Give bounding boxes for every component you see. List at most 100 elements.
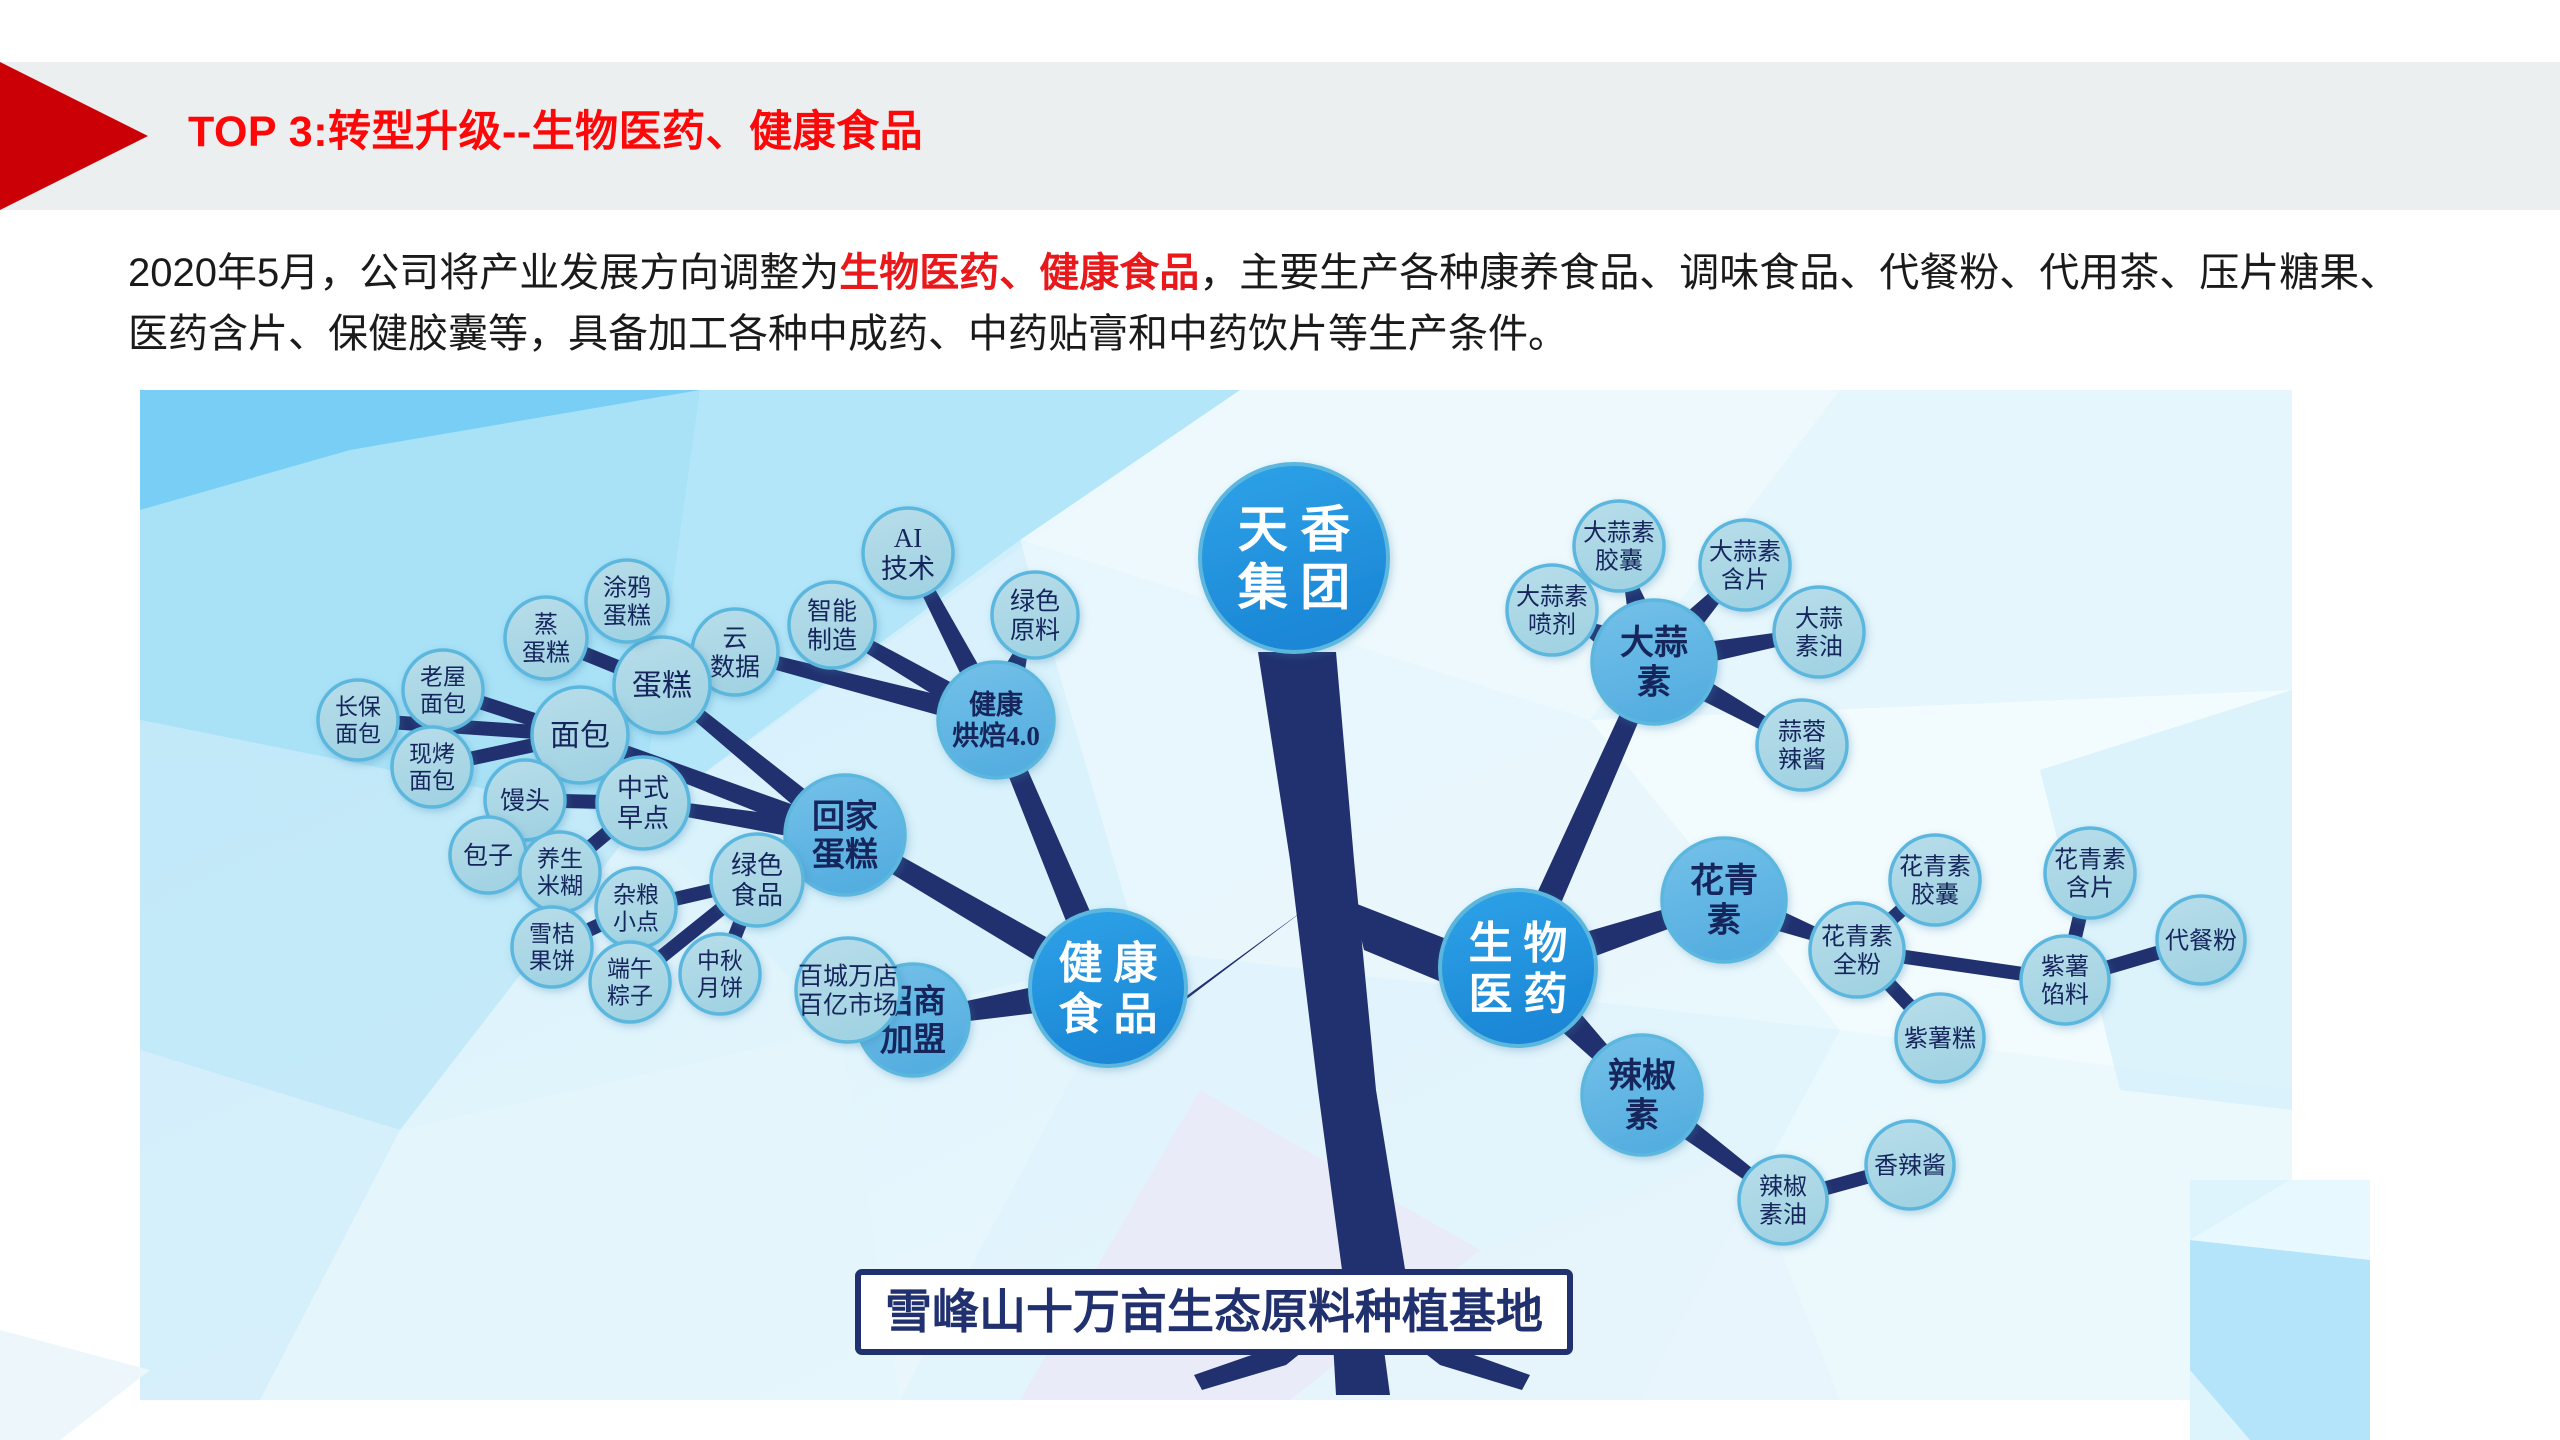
node-label-anthopowd: 全粉 [1833,951,1881,978]
node-bread[interactable]: 面包 [530,685,630,785]
node-circle-garliccap [1572,499,1666,593]
node-label-zongzi: 粽子 [607,983,653,1008]
node-baozi[interactable]: 包子 [448,815,528,895]
node-label-chilioil: 辣椒 [1759,1173,1807,1200]
node-clouddata[interactable]: 云数据 [690,607,780,697]
node-label-biomed: 生 物 [1469,919,1568,968]
edge-garlic-to-garlicsau [1701,682,1768,731]
edge-health-to-bake40 [1008,767,1091,923]
node-circle-chilioil [1737,1154,1829,1246]
node-label-franchise: 加盟 [880,1022,946,1059]
node-label-clouddata: 数据 [710,653,760,681]
node-label-garliccap: 大蒜素 [1583,519,1655,546]
node-label-market: 百亿市场 [798,991,898,1019]
node-circle-mooncake [678,932,762,1016]
node-label-homecake: 蛋糕 [812,837,878,874]
node-circle-smartmfg [787,580,877,670]
node-label-breakfast: 中式 [617,774,669,803]
node-garlic[interactable]: 大蒜素 [1590,598,1718,726]
node-circle-longbread [316,678,400,762]
diagram-edges [395,585,2163,1196]
node-biomed[interactable]: 生 物医 药 [1438,888,1598,1048]
node-circle-mealrepl [2155,894,2247,986]
edge-antho-to-anthopowd [1776,911,1818,941]
svg-text:雪峰山十万亩生态原料种植基地: 雪峰山十万亩生态原料种植基地 [885,1285,1543,1338]
node-circle-breakfast [595,755,691,851]
node-label-greenfood: 食品 [731,881,783,910]
paragraph-part-1: 2020年5月，公司将产业发展方向调整为 [128,251,840,295]
node-health[interactable]: 健 康食 品 [1028,908,1188,1068]
node-label-bread: 面包 [550,720,610,753]
node-label-baozi: 包子 [463,842,513,870]
node-label-mooncake: 中秋 [697,949,743,974]
node-label-capsaicin: 辣椒 [1608,1057,1676,1095]
node-label-biomed: 医 药 [1469,970,1568,1019]
node-label-breakfast: 早点 [617,804,669,833]
node-label-longbread: 面包 [335,721,381,746]
node-circle-oldbread [401,648,485,732]
node-label-anthocap: 花青素 [1899,853,1971,880]
node-label-oldbread: 老屋 [420,665,466,690]
node-circle-health [1028,908,1188,1068]
node-circle-steamcake [503,595,589,681]
node-label-grainsnack: 小点 [613,909,659,934]
node-root[interactable]: 天 香集 团 [1198,462,1390,654]
edge-biomed-to-garlic [1536,712,1639,904]
node-label-garlic: 大蒜 [1620,624,1688,662]
edge-anthopowd-to-purplfill [1900,949,2025,981]
node-circle-capsaicin [1580,1033,1704,1157]
page-title: TOP 3:转型升级--生物医药、健康食品 [188,108,924,156]
node-capsaicin[interactable]: 辣椒素 [1580,1033,1704,1157]
node-label-garlicspr: 大蒜素 [1516,583,1588,610]
node-circle-snowcake [510,905,594,989]
paragraph-part-3: 茶、压片糖果、医药含片、保健胶囊等，具备加工各种中成药、中药贴膏和中药饮片等生产… [128,251,2400,356]
title-arrow-decoration [0,62,148,210]
node-label-graffiti: 蛋糕 [603,602,651,629]
edge-anthopowd-to-purplcake [1882,977,1917,1013]
node-purplcake[interactable]: 紫薯糕 [1894,992,1986,1084]
edge-homecake-to-cake [693,708,807,806]
node-cake[interactable]: 蛋糕 [612,635,712,735]
node-spicysauce[interactable]: 香辣酱 [1864,1119,1956,1211]
node-circle-antho [1660,836,1788,964]
node-label-longbread: 长保 [335,695,381,720]
node-steamcake[interactable]: 蒸蛋糕 [503,595,589,681]
node-label-ricepaste: 米糊 [537,873,583,898]
node-label-cake: 蛋糕 [632,670,692,703]
edge-purplfill-to-mealrepl [2103,945,2163,975]
node-circle-homecake [783,773,907,897]
node-circle-purplcake [1894,992,1986,1084]
node-antho[interactable]: 花青素 [1660,836,1788,964]
node-circle-ai [861,506,955,600]
node-label-clouddata: 云 [722,625,747,652]
node-mealrepl[interactable]: 代餐粉 [2155,894,2247,986]
